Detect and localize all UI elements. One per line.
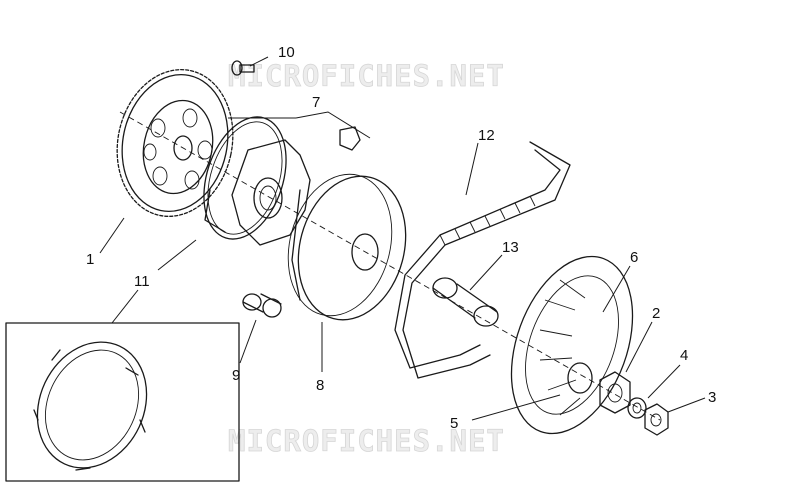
detail-inset-box xyxy=(5,322,240,482)
callout-8: 8 xyxy=(316,377,324,394)
leader-11b xyxy=(111,289,139,324)
part-3-nut xyxy=(644,403,669,436)
leader-4 xyxy=(647,364,681,399)
leader-9 xyxy=(239,319,257,364)
leader-6 xyxy=(602,265,631,313)
leader-3 xyxy=(667,397,706,413)
leader-12 xyxy=(465,142,479,196)
callout-1: 1 xyxy=(86,251,94,268)
assembly-axis-line xyxy=(119,111,661,421)
leader-11 xyxy=(157,239,197,271)
part-2-nut xyxy=(599,371,631,414)
callout-12: 12 xyxy=(478,127,495,144)
part-6-fan-pulley xyxy=(510,255,634,435)
part-11-ring xyxy=(203,116,287,240)
callout-5: 5 xyxy=(450,415,458,432)
leader-5 xyxy=(471,394,561,421)
callout-4: 4 xyxy=(680,347,688,364)
leader-2 xyxy=(625,321,653,373)
part-9-bushing xyxy=(242,293,282,318)
part-4-washer xyxy=(627,397,647,419)
callout-7: 7 xyxy=(312,94,320,111)
callout-10: 10 xyxy=(278,44,295,61)
leader-13 xyxy=(469,254,503,291)
callout-9: 9 xyxy=(232,367,240,384)
callout-3: 3 xyxy=(708,389,716,406)
part-11-ring-detail xyxy=(33,341,148,471)
part-10-bolt xyxy=(231,60,255,76)
part-1-gear xyxy=(116,69,234,217)
callout-11: 11 xyxy=(134,273,150,290)
leader-7 xyxy=(228,111,371,139)
part-13-sleeve xyxy=(432,277,499,327)
watermark-bottom: MICROFICHES.NET xyxy=(228,424,505,458)
leader-10 xyxy=(249,56,269,67)
watermark-top: MICROFICHES.NET xyxy=(228,59,505,93)
callout-2: 2 xyxy=(652,305,660,322)
callout-13: 13 xyxy=(502,239,519,256)
part-12-belt xyxy=(394,141,571,379)
leader-1 xyxy=(99,217,125,254)
callout-6: 6 xyxy=(630,249,638,266)
